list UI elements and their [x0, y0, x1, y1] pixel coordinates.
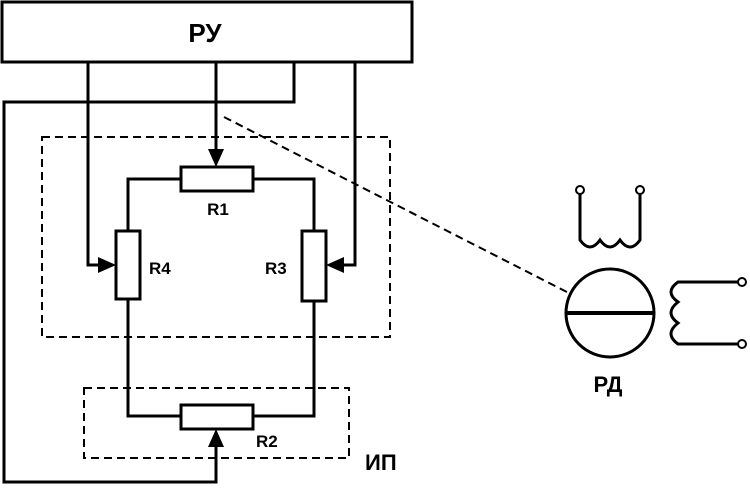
- right-winding-coil: [669, 280, 738, 346]
- resistor-r4: [114, 229, 142, 301]
- r3-wiper-arrow: [326, 257, 344, 273]
- controller-label: РУ: [188, 18, 222, 48]
- resistor-r3: [300, 229, 328, 303]
- motor-label: РД: [594, 372, 623, 397]
- top-winding-terminal-right: [635, 185, 645, 195]
- bridge-top-right-wire: [253, 177, 316, 231]
- bridge-left-lower-wire: [126, 299, 181, 418]
- power-source-label: ИП: [365, 450, 397, 475]
- resistor-r2: [179, 403, 255, 431]
- right-winding-terminal-top: [737, 277, 747, 287]
- r2-label: R2: [256, 432, 278, 451]
- top-winding-terminal-left: [575, 185, 585, 195]
- bridge-right-lower-wire: [253, 301, 316, 418]
- mechanical-linkage: [223, 116, 609, 314]
- right-winding-terminal-bottom: [737, 339, 747, 349]
- power-source-dashed-box: [83, 387, 350, 459]
- r1-wiper-arrow: [208, 149, 224, 167]
- r3-label: R3: [265, 259, 287, 278]
- r4-label: R4: [149, 259, 171, 278]
- controller-block: [0, 0, 414, 64]
- r4-wiper-arrow: [98, 257, 116, 273]
- wire-to-r2-wiper: [2, 62, 296, 484]
- top-winding-coil: [578, 194, 642, 249]
- wire-to-r3-wiper: [340, 62, 357, 267]
- resistor-r1: [179, 165, 255, 193]
- r1-label: R1: [207, 200, 229, 219]
- r2-wiper-arrow: [208, 429, 224, 447]
- bridge-top-left-wire: [126, 177, 181, 231]
- wire-to-r4-wiper: [86, 62, 104, 267]
